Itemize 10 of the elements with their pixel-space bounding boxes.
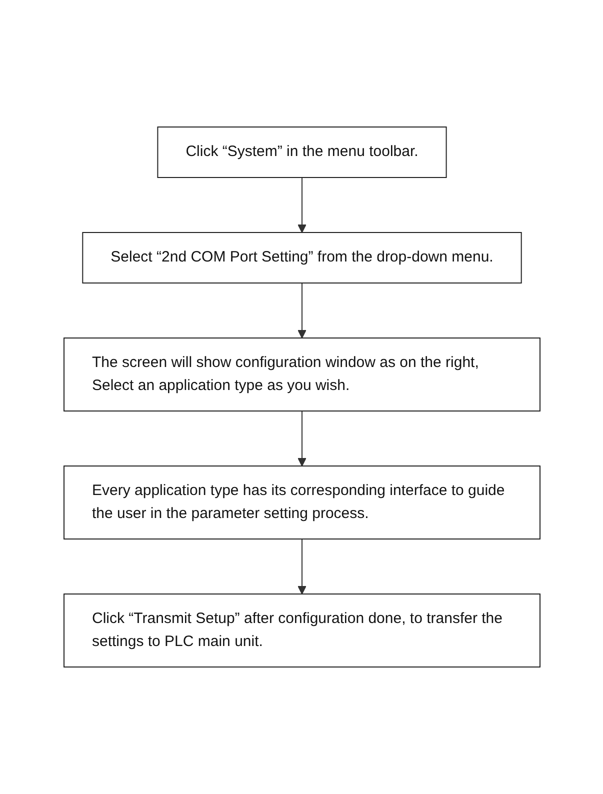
node-box [82,232,522,284]
node-box [63,466,540,540]
node-box [156,126,446,178]
arrow [297,538,306,594]
arrow [297,282,306,338]
arrow [297,410,306,466]
node-box [63,594,540,668]
node-box [63,338,540,412]
arrow [297,177,306,233]
flowchart: Click “System” in the menu toolbar. Select “2nd COM Port Setting” from the drop-down menu. The screen will show configuration window as on the right, Select an application type as you wish. Every application type has its corresponding interface to guide the user in the parameter setting process. Click “Transmit Setup” after configuration done, to transfer the settings to PLC main unit. [56,119,548,675]
